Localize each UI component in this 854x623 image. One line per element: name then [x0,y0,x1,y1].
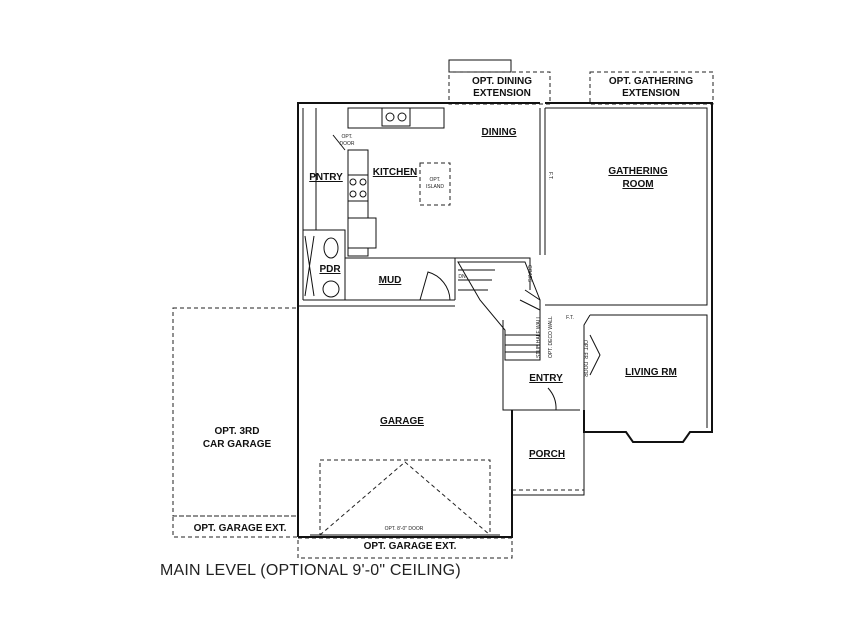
opt-island-note-1: OPT. [429,177,440,183]
opt-gathering-extension [589,71,714,105]
gathering-ext-label-2: EXTENSION [622,88,680,99]
french-door-note: OPT. FR. DOOR [582,340,588,377]
gathering-room-label-1: GATHERING [608,166,667,177]
doors [332,134,601,411]
kitchen-label: KITCHEN [373,167,417,178]
powder-room-fixtures [304,235,340,298]
pantry-label: PNTRY [309,172,343,183]
deco-wall-note: OPT. DECO WALL [548,316,554,358]
garage-label: GARAGE [380,416,424,427]
garage-ext-bottom-label: OPT. GARAGE EXT. [364,541,457,552]
dining-label: DINING [482,127,517,138]
entry-label: ENTRY [529,373,563,384]
stairs [457,261,541,361]
garage-ext-left-label: OPT. GARAGE EXT. [194,523,287,534]
exterior-walls [297,102,713,538]
opt-8-door-note: OPT. 8'-0" DOOR [385,526,424,532]
stair-down-note: DN [458,274,466,280]
ft-note-2: F.T. [566,315,574,321]
opt-third-car-garage [172,307,299,538]
gathering-room-label-2: ROOM [622,179,653,190]
gathering-ext-label-1: OPT. GATHERING [609,76,693,87]
coats-note: COATS [526,265,532,283]
dining-ext-label-2: EXTENSION [473,88,531,99]
third-garage-label-1: OPT. 3RD [214,426,259,437]
opt-door-note-2: DOOR [340,141,355,147]
mud-label: MUD [379,275,402,286]
dining-ext-label-1: OPT. DINING [472,76,532,87]
pdr-label: PDR [319,264,341,275]
plan-caption: MAIN LEVEL (OPTIONAL 9'-0" CEILING) [160,562,461,579]
kitchen-counters [347,107,451,257]
third-garage-label-2: CAR GARAGE [203,439,272,450]
opt-door-note-1: OPT. [341,134,352,140]
ft-note-1: F.T. [547,172,553,180]
stub-wall-note: STUB HALF WALL [536,315,542,358]
opt-island-note-2: ISLAND [426,184,444,190]
porch-label: PORCH [529,449,565,460]
living-room-label: LIVING RM [625,367,677,378]
garage-door [310,459,500,536]
